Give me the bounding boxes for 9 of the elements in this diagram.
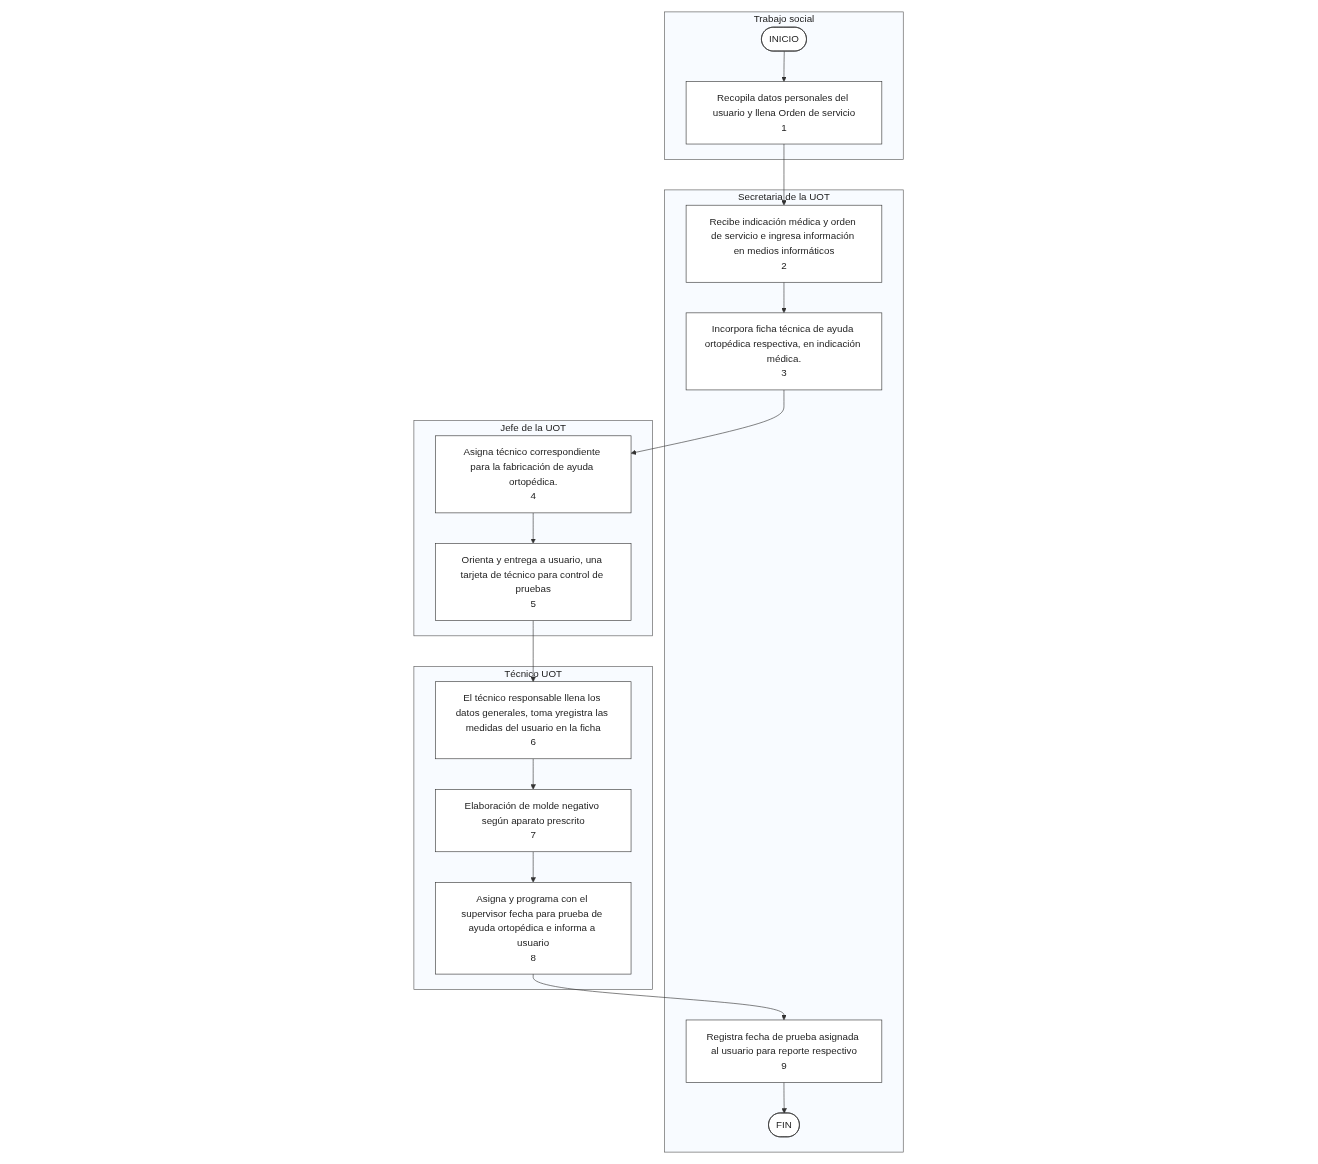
node-box: Asigna técnico correspondiente para la fabricación de ayuda ortopédica. 4 — [435, 435, 632, 514]
node-box: Recopila datos personales del usuario y llena Orden de servicio 1 — [686, 81, 883, 145]
node-box: Registra fecha de prueba asignada al usuario para reporte respectivo 9 — [686, 1019, 883, 1083]
node-box: El técnico responsable llena los datos generales, toma yregistra las medidas del usuario en la ficha 6 — [435, 681, 632, 760]
node-box: Asigna y programa con el supervisor fecha para prueba de ayuda ortopédica e informa a usuario 8 — [435, 882, 632, 975]
node-box: Elaboración de molde negativo según aparato prescrito 7 — [435, 789, 632, 853]
node-box: Recibe indicación médica y orden de servicio e ingresa información en medios informáticos 2 — [686, 204, 883, 283]
node-box: Incorpora ficha técnica de ayuda ortopédica respectiva, en indicación médica. 3 — [686, 312, 883, 391]
node-box: Orienta y entrega a usuario, una tarjeta de técnico para control de pruebas 5 — [435, 543, 632, 621]
